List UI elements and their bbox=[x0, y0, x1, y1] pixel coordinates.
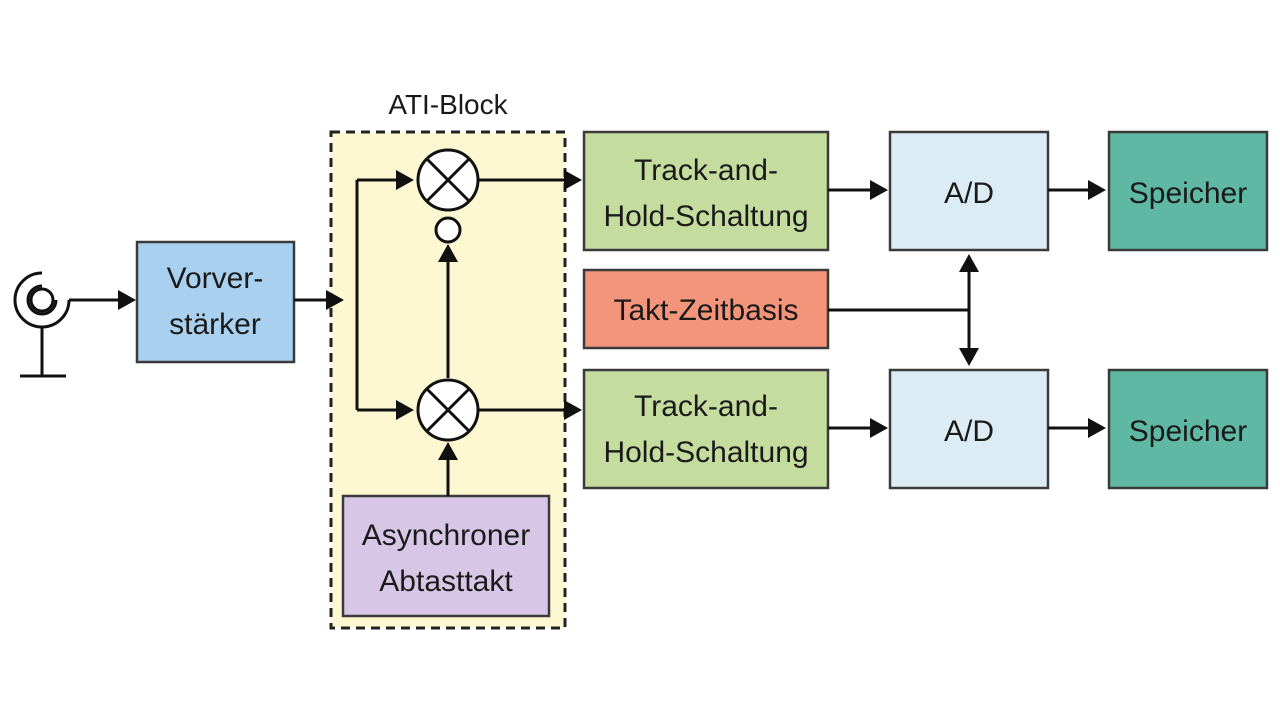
abtasttakt-block: Asynchroner Abtasttakt bbox=[341, 494, 551, 618]
abtasttakt-label-line1: Asynchroner bbox=[362, 519, 530, 552]
track-hold-bottom-line1: Track-and- bbox=[634, 390, 778, 423]
connection-wires bbox=[69, 170, 1106, 496]
mixer-icon bbox=[416, 378, 480, 442]
ad-top-label: A/D bbox=[944, 177, 994, 210]
track-hold-bottom-line2: Hold-Schaltung bbox=[603, 436, 808, 469]
speicher-bottom-label: Speicher bbox=[1129, 415, 1247, 448]
takt-zeitbasis-block: Takt-Zeitbasis bbox=[582, 268, 830, 350]
antenna-icon bbox=[13, 271, 71, 378]
speicher-bottom-block: Speicher bbox=[1107, 368, 1269, 490]
track-hold-bottom-block: Track-and- Hold-Schaltung bbox=[582, 368, 830, 490]
takt-zeitbasis-label: Takt-Zeitbasis bbox=[613, 294, 798, 327]
ad-top-block: A/D bbox=[888, 130, 1050, 252]
ad-bottom-block: A/D bbox=[888, 368, 1050, 490]
mixer-icon bbox=[416, 148, 480, 212]
vorverstaerker-label-line2: stärker bbox=[169, 308, 261, 341]
vorverstaerker-block: Vorver- stärker bbox=[135, 240, 296, 364]
ati-block-title: ATI-Block bbox=[388, 89, 508, 120]
abtasttakt-label-line2: Abtasttakt bbox=[379, 565, 513, 598]
speicher-top-label: Speicher bbox=[1129, 177, 1247, 210]
track-hold-top-line1: Track-and- bbox=[634, 154, 778, 187]
track-hold-top-line2: Hold-Schaltung bbox=[603, 200, 808, 233]
speicher-top-block: Speicher bbox=[1107, 130, 1269, 252]
inverter-circle-icon bbox=[434, 216, 462, 244]
track-hold-top-block: Track-and- Hold-Schaltung bbox=[582, 130, 830, 252]
ad-bottom-label: A/D bbox=[944, 415, 994, 448]
vorverstaerker-label-line1: Vorver- bbox=[167, 262, 264, 295]
